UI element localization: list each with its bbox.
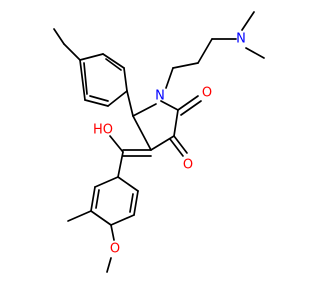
- amine-nitrogen-label: N: [236, 32, 246, 47]
- methoxy-methylphenyl-group: [67, 176, 139, 273]
- hydroxymethylene-group: [109, 135, 152, 178]
- ketone-groups: [169, 95, 202, 157]
- upper-ketone-oxygen-label: O: [202, 86, 212, 101]
- lower-ketone-oxygen-label: O: [183, 158, 193, 173]
- ethylphenyl-group: [53, 28, 128, 107]
- molecule-structure: N N HO O O O: [53, 11, 265, 273]
- methoxy-oxygen-label: O: [110, 242, 120, 257]
- pyrrolidine-ring: [126, 90, 179, 151]
- ring-nitrogen-label: N: [155, 89, 165, 104]
- aminopropyl-chain: [165, 11, 265, 89]
- hydroxyl-oxygen-label: HO: [93, 123, 113, 138]
